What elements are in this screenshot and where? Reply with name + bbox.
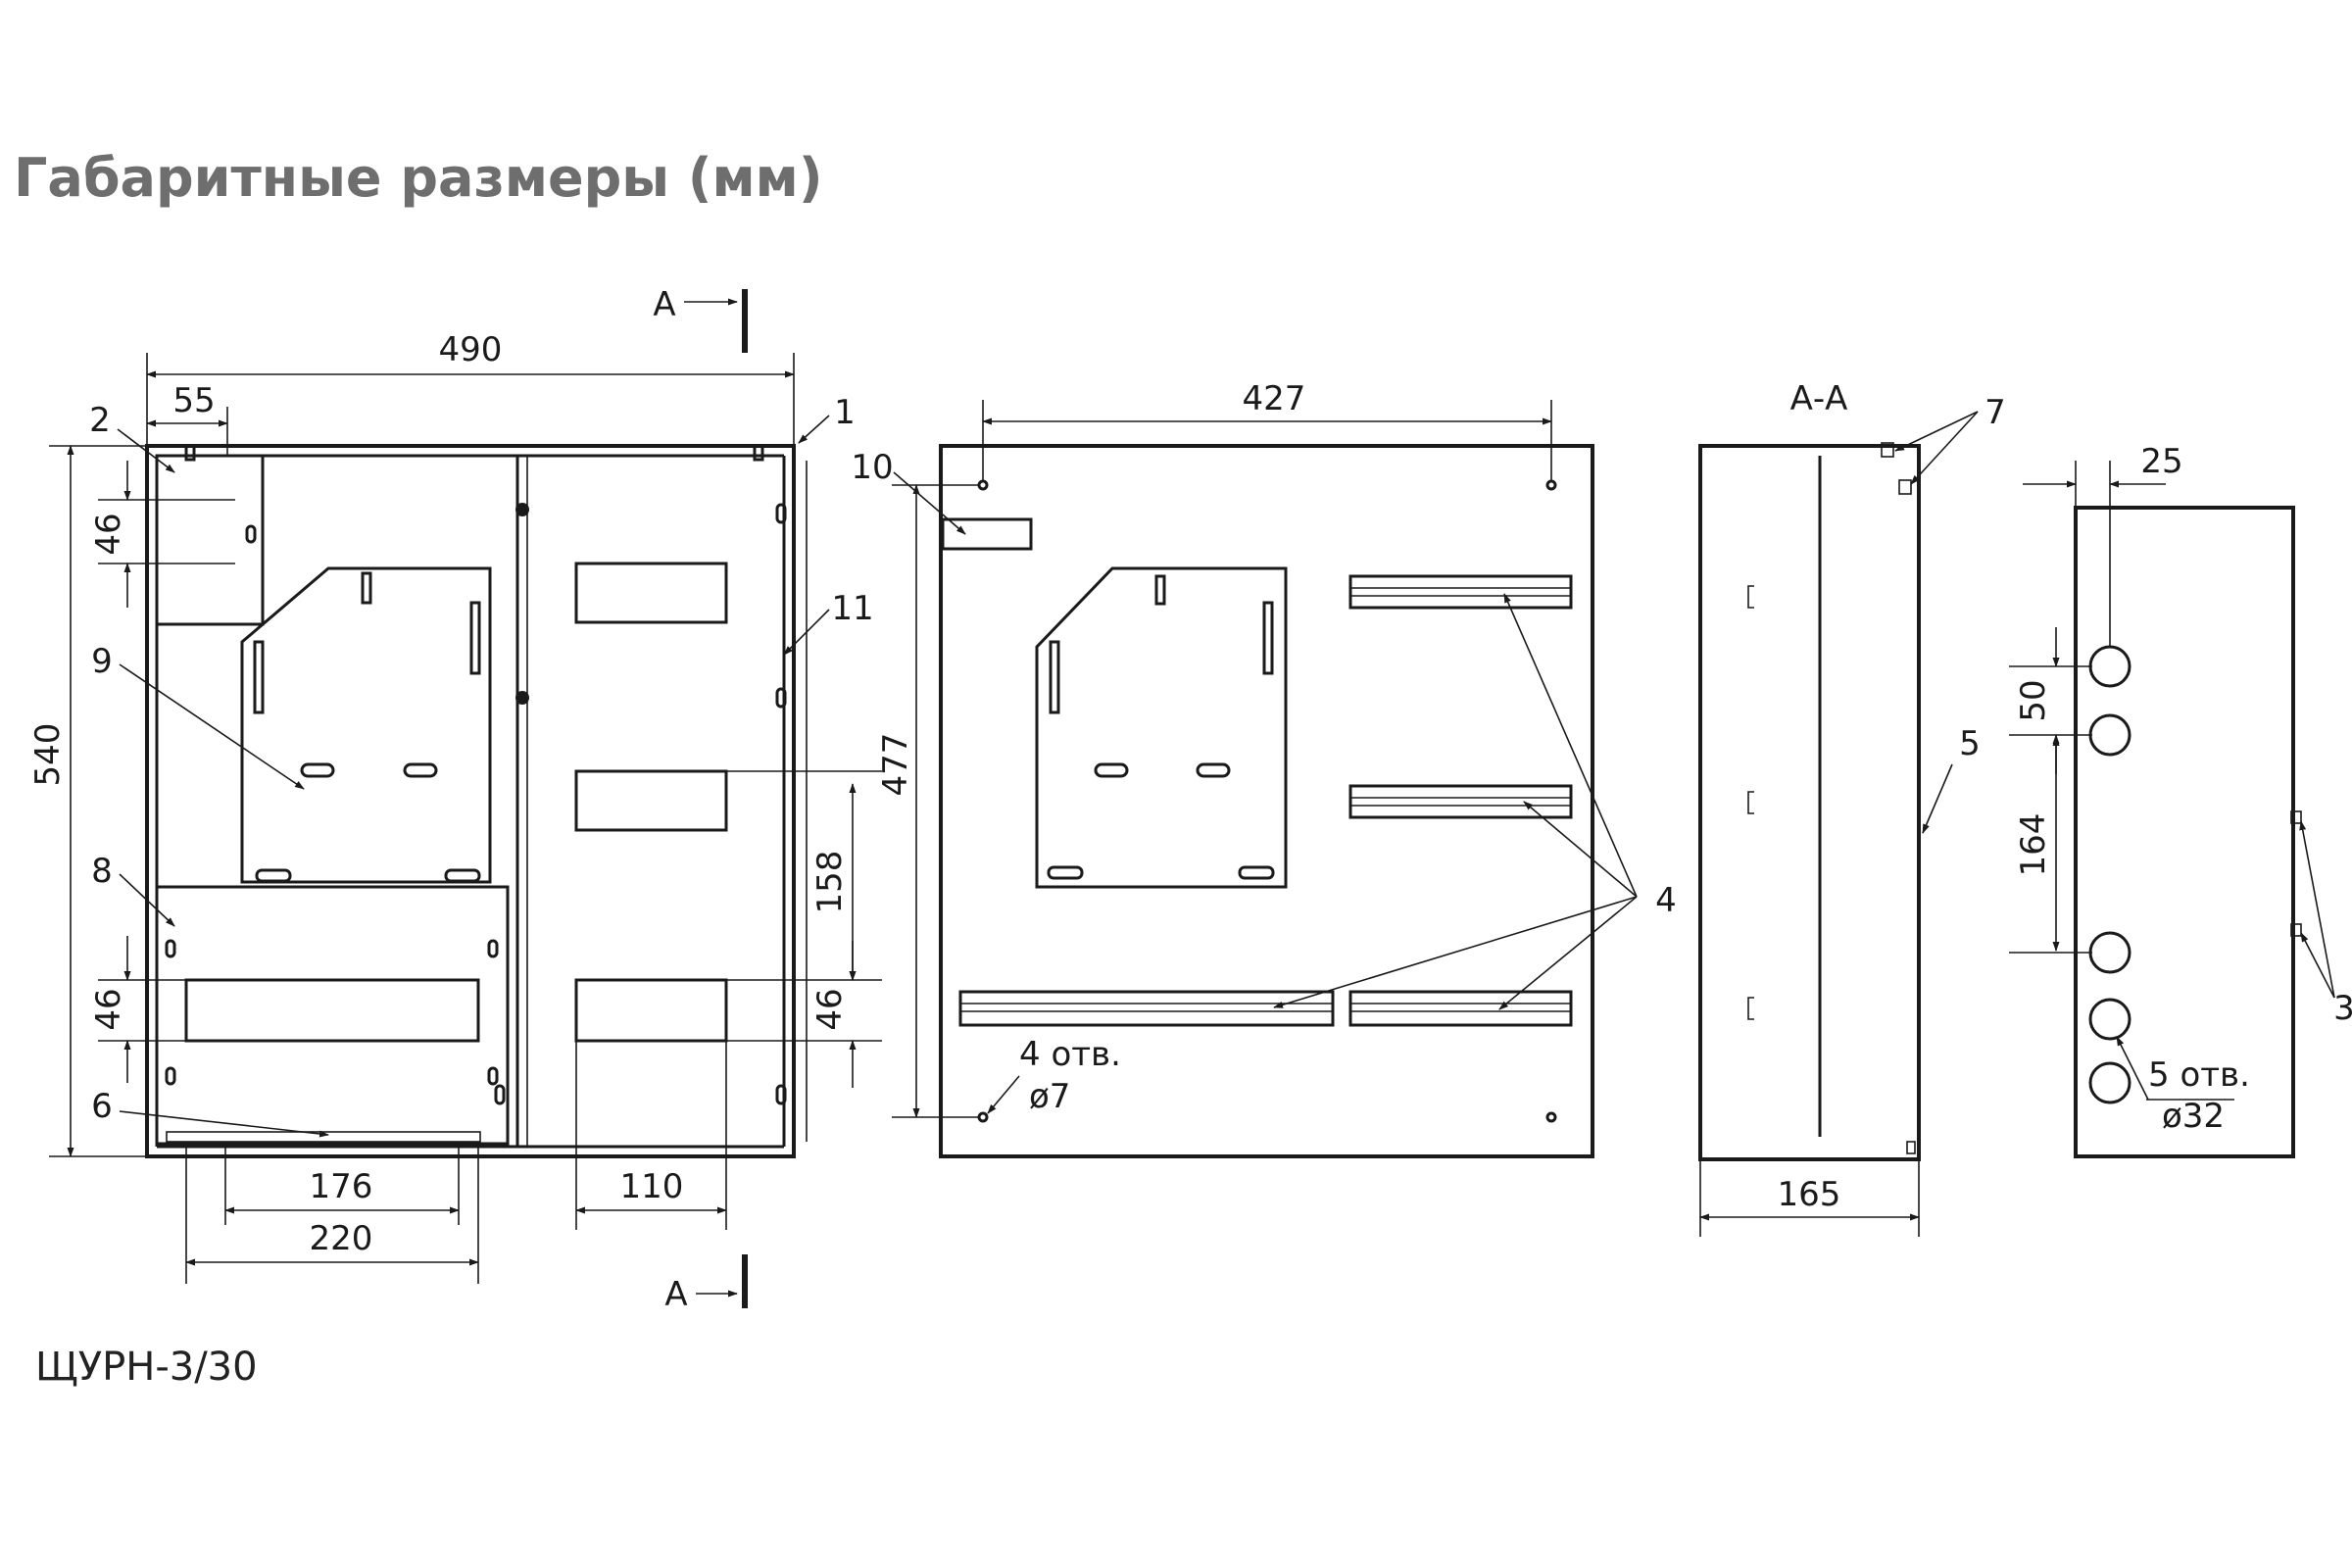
callout-3: 3 (2333, 989, 2352, 1028)
dim-25: 25 (2140, 442, 2182, 481)
holes-small-count: 4 отв. (1019, 1035, 1121, 1074)
dim-110: 110 (620, 1167, 684, 1206)
section-marker-top: А (653, 285, 675, 324)
holes-large-count: 5 отв. (2148, 1055, 2250, 1095)
model-label: ЩУРН-3/30 (35, 1345, 258, 1390)
dim-176: 176 (310, 1167, 373, 1206)
dim-46-right: 46 (810, 988, 850, 1030)
back-view: 427 477 4 отв. ø7 10 4 (851, 379, 1677, 1158)
front-view: 490 55 46 540 46 176 220 110 1 (28, 285, 882, 1314)
callout-2: 2 (89, 401, 111, 440)
dim-165: 165 (1778, 1175, 1841, 1214)
section-view-label: А-А (1790, 379, 1848, 418)
dim-46-left: 46 (89, 988, 128, 1030)
callout-9: 9 (91, 642, 113, 681)
callout-4: 4 (1655, 881, 1677, 920)
callout-7: 7 (1984, 393, 2006, 432)
dim-50: 50 (2014, 679, 2053, 721)
dim-540: 540 (28, 723, 68, 787)
dim-220: 220 (310, 1219, 373, 1258)
callout-1: 1 (834, 393, 856, 432)
holes-large-dia: ø32 (2162, 1097, 2225, 1136)
callout-10: 10 (851, 448, 893, 487)
holes-small-dia: ø7 (1029, 1077, 1070, 1116)
callout-6: 6 (91, 1087, 113, 1126)
page-title: Габаритные размеры (мм) (14, 147, 823, 209)
section-view: А-А 165 7 5 (1698, 379, 2006, 1237)
callout-11: 11 (831, 589, 873, 628)
dim-427: 427 (1243, 379, 1306, 418)
dim-477: 477 (876, 733, 915, 797)
dim-490: 490 (439, 330, 503, 369)
dim-158: 158 (810, 851, 850, 914)
section-marker-bottom: А (664, 1275, 687, 1314)
callout-8: 8 (91, 852, 113, 891)
dim-55: 55 (172, 381, 215, 420)
dim-46-top: 46 (89, 513, 128, 555)
side-view: 25 50 164 5 отв. ø32 3 (2009, 442, 2352, 1158)
dim-164: 164 (2014, 813, 2053, 877)
callout-5: 5 (1959, 724, 1981, 763)
